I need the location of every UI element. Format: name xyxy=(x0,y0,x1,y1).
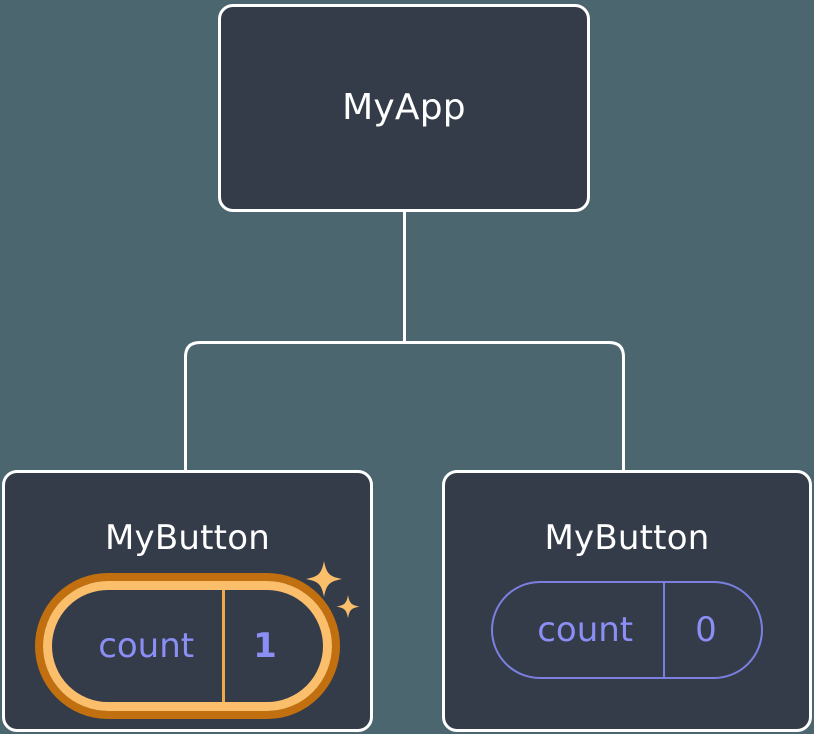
node-label: MyApp xyxy=(342,87,466,128)
edge-branch-bar xyxy=(184,341,625,470)
node-label: MyButton xyxy=(544,518,710,558)
node-label: MyButton xyxy=(105,518,270,558)
state-name: count xyxy=(537,610,634,650)
state-chip[interactable]: count 0 xyxy=(491,581,763,679)
state-value: 0 xyxy=(663,583,761,677)
sparkle-large-icon xyxy=(305,561,342,597)
state-name: count xyxy=(98,626,195,666)
state-value: 1 xyxy=(222,590,323,702)
sparkle-group xyxy=(305,561,360,619)
tree-node-mybutton-right[interactable]: MyButton count 0 xyxy=(442,470,812,732)
tree-node-mybutton-left[interactable]: MyButton count 1 xyxy=(2,470,373,732)
sparkle-small-icon xyxy=(336,595,360,619)
state-chip-wrapper-left: count 1 xyxy=(43,561,360,711)
state-chip-wrapper-right: count 0 xyxy=(491,581,763,679)
state-chip-highlighted[interactable]: count 1 xyxy=(43,581,332,711)
tree-node-myapp[interactable]: MyApp xyxy=(218,4,590,212)
